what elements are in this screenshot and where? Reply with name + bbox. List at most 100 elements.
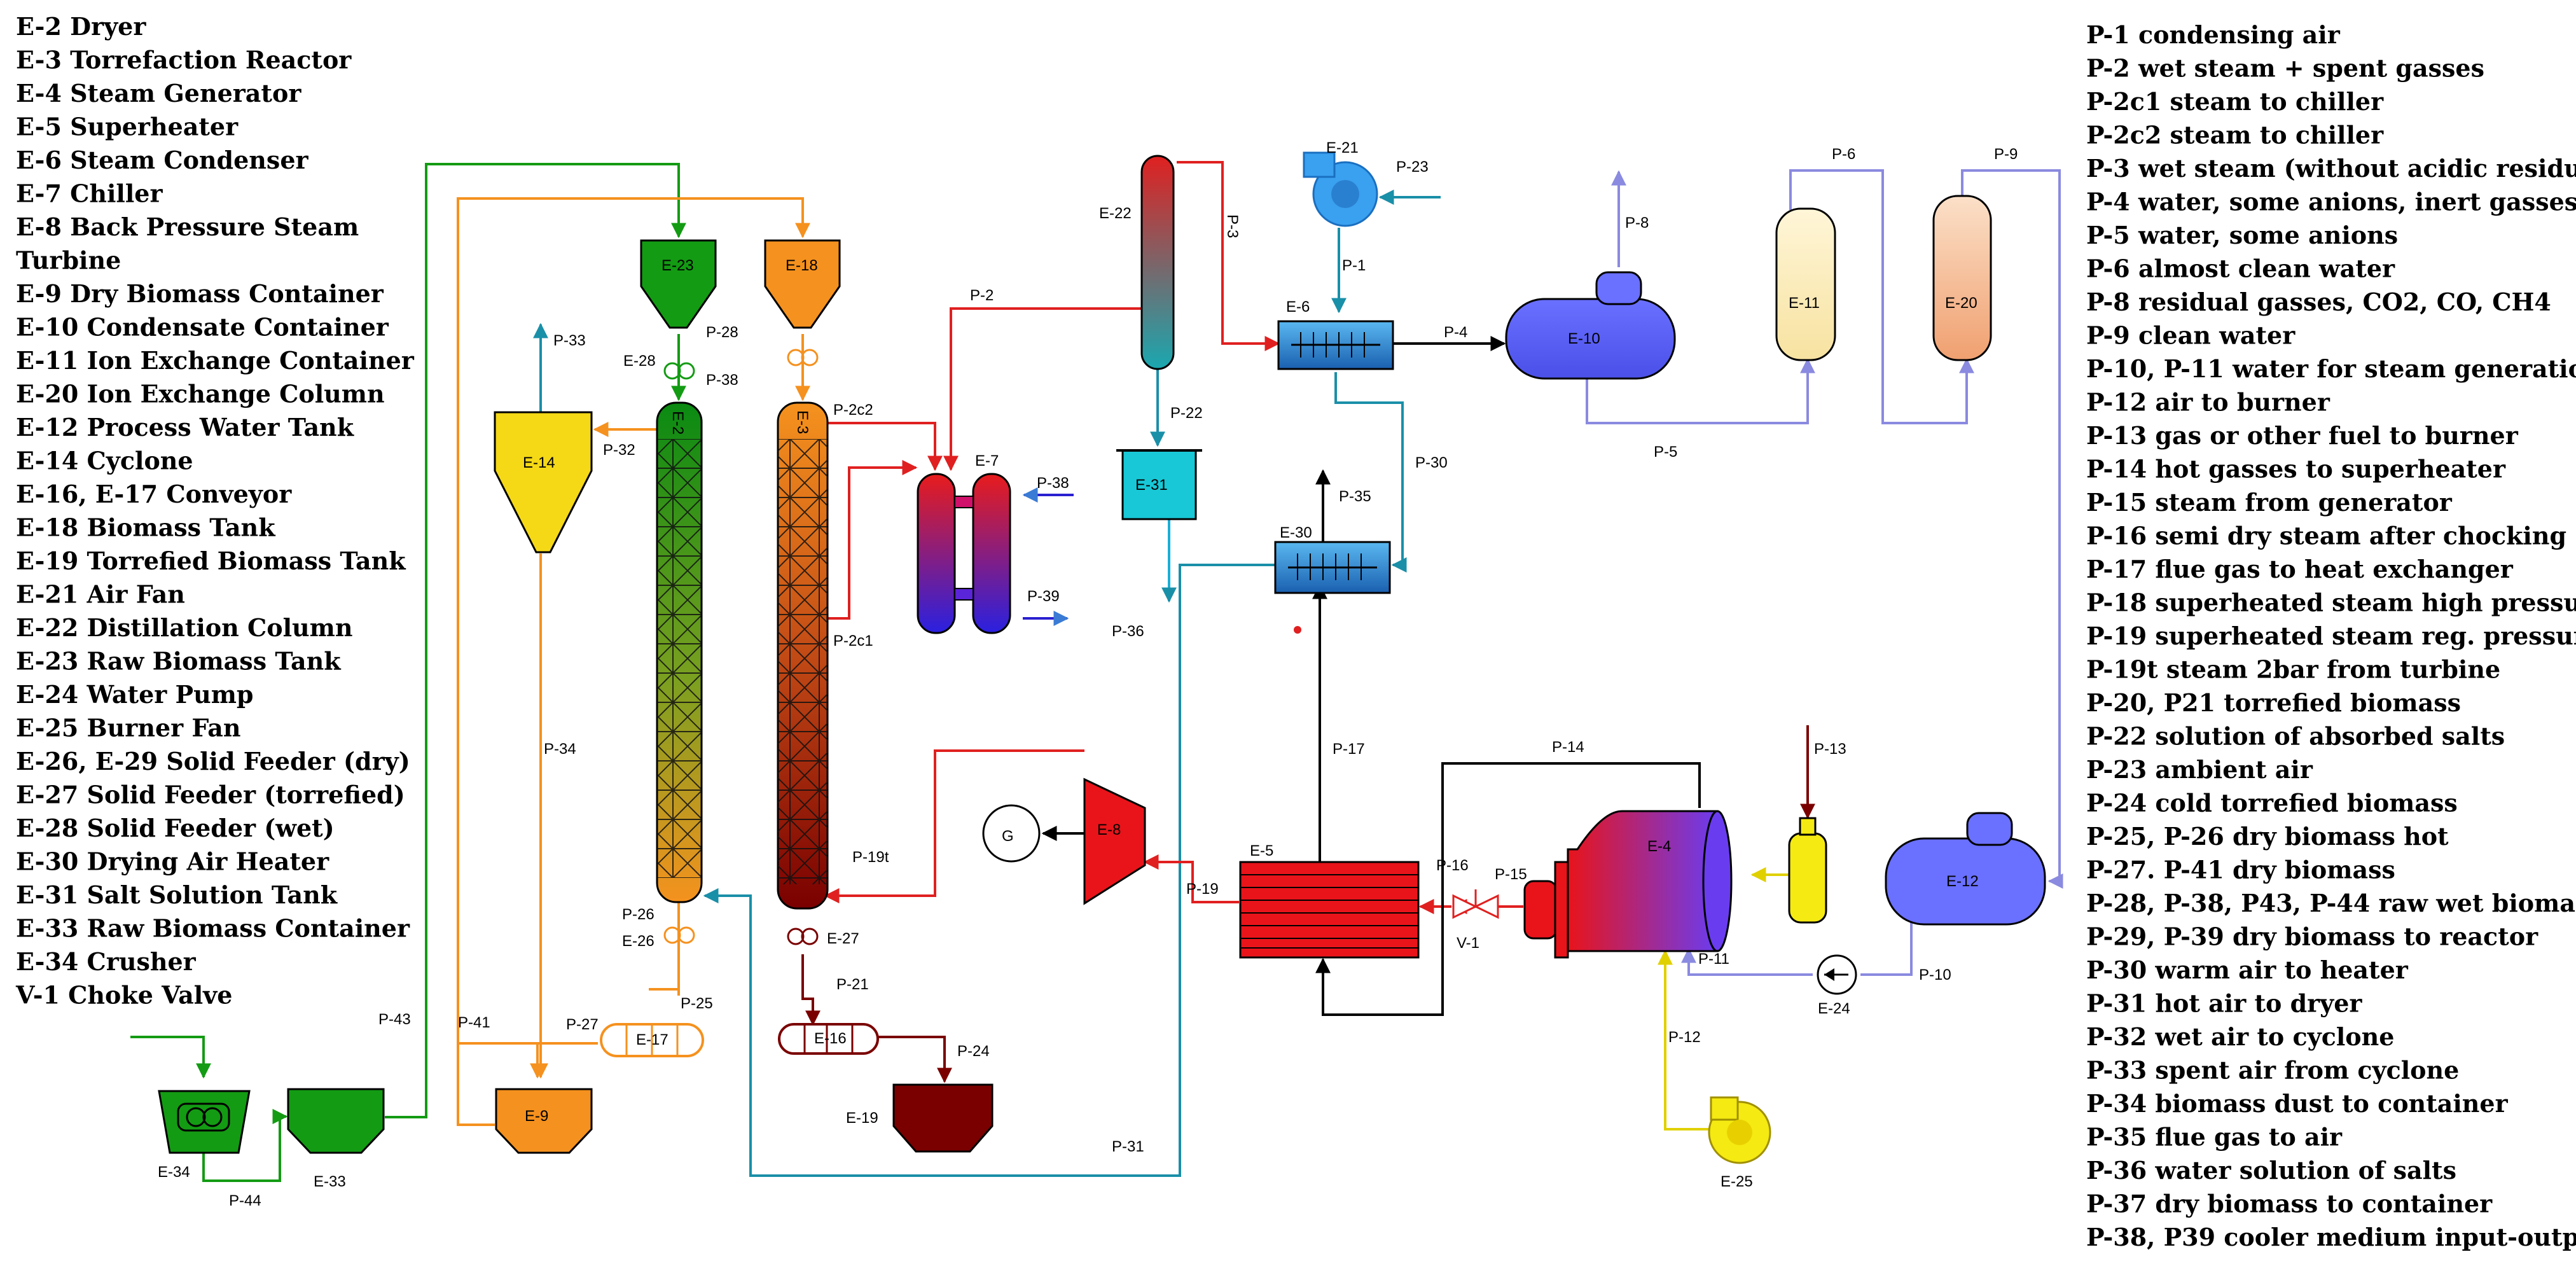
stream-legend-item: P-14 hot gasses to superheater [2086, 455, 2506, 483]
label-e3: E-3 [794, 410, 811, 434]
column-e22 [1140, 155, 1175, 370]
label-e4: E-4 [1647, 838, 1671, 855]
dryer-e2 [656, 401, 703, 903]
equipment-legend-item: E-9 Dry Biomass Container [16, 279, 384, 308]
stream-legend-item: P-36 water solution of salts [2086, 1156, 2456, 1185]
label-p21: P-21 [836, 976, 869, 993]
label-g: G [1002, 828, 1014, 845]
label-p38: P-38 [706, 372, 738, 389]
pipe-p11 [1681, 947, 1813, 976]
label-p26: P-26 [622, 906, 654, 923]
label-e10: E-10 [1568, 330, 1600, 347]
heater-e30 [1274, 541, 1391, 594]
label-e7: E-7 [975, 452, 999, 470]
stream-legend-item: P-2c1 steam to chiller [2086, 87, 2384, 116]
pipes [130, 161, 2063, 1182]
pipe-p14 [1315, 762, 1701, 1016]
stream-legend-item: P-23 ambient air [2086, 755, 2313, 784]
label-e19: E-19 [846, 1109, 878, 1127]
label-p31: P-31 [1112, 1138, 1144, 1155]
feeder-e29 [787, 349, 819, 366]
label-e27: E-27 [827, 930, 859, 947]
label-e26: E-26 [622, 933, 654, 950]
pipe-p25 [649, 942, 680, 991]
equipment-legend-item: E-7 Chiller [16, 179, 163, 208]
stream-legend-item: P-19 superheated steam reg. pressure [2086, 622, 2576, 650]
condenser-e6 [1277, 320, 1394, 370]
equipment-legend-item: E-8 Back Pressure Steam [16, 212, 359, 241]
hopper-e18 [764, 239, 841, 329]
pipe-p24 [875, 1036, 952, 1083]
stream-legend-item: P-15 steam from generator [2086, 488, 2453, 517]
container-e10 [1505, 271, 1676, 380]
label-p6: P-6 [1832, 146, 1855, 163]
conveyor-e17 [600, 1023, 704, 1057]
stream-legend-item: P-18 superheated steam high pressure [2086, 588, 2576, 617]
equipment-legend-item: V-1 Choke Valve [15, 981, 232, 1010]
stream-legend-item: P-19t steam 2bar from turbine [2086, 655, 2500, 684]
stream-legend-item: P-32 wet air to cyclone [2086, 1022, 2394, 1051]
equipment-legend-item: E-12 Process Water Tank [16, 413, 354, 442]
stream-legend-item: P-10, P-11 water for steam generation [2086, 354, 2576, 383]
label-p23: P-23 [1396, 158, 1429, 176]
pipe-p2c2 [827, 422, 943, 471]
stream-legend-item: P-6 almost clean water [2086, 254, 2395, 283]
label-p16: P-16 [1436, 857, 1469, 874]
label-v1: V-1 [1457, 935, 1479, 952]
stream-legend-item: P-35 flue gas to air [2086, 1123, 2343, 1151]
equipment-legend-item: E-22 Distillation Column [16, 613, 353, 642]
label-p1: P-1 [1342, 257, 1366, 274]
pipe-p3 [1177, 161, 1280, 351]
stream-legend-item: P-37 dry biomass to container [2086, 1190, 2493, 1218]
label-e24: E-24 [1818, 1000, 1850, 1017]
label-p34: P-34 [544, 741, 576, 758]
stream-legend-item: P-34 biomass dust to container [2086, 1089, 2509, 1118]
label-p2c2: P-2c2 [833, 401, 873, 419]
label-e28: E-28 [623, 352, 656, 370]
equipment-legend-item: E-6 Steam Condenser [16, 146, 309, 174]
label-e21: E-21 [1326, 139, 1359, 157]
conveyor-e16 [778, 1023, 879, 1055]
equipment-legend-item: E-21 Air Fan [16, 580, 185, 609]
stream-legend-item: P-29, P-39 dry biomass to reactor [2086, 922, 2538, 951]
equipment-legend-item: E-18 Biomass Tank [16, 513, 275, 542]
label-p43: P-43 [378, 1011, 411, 1028]
stream-legend-item: P-28, P-38, P43, P-44 raw wet biomass [2086, 889, 2576, 917]
cyclone-e14 [494, 411, 593, 553]
superheater-e5 [1239, 861, 1420, 959]
label-p19: P-19 [1186, 880, 1219, 898]
stream-legend-item: P-3 wet steam (without acidic residue) [2086, 154, 2576, 183]
label-e20: E-20 [1945, 295, 1977, 312]
fuel-bottle [1788, 817, 1827, 924]
pipe-p2c1 [827, 460, 918, 620]
label-p15: P-15 [1495, 866, 1527, 883]
feeder-e28 [663, 362, 695, 380]
label-e11: E-11 [1789, 295, 1820, 312]
label-p3: P-3 [1224, 214, 1241, 238]
marker-dot [1294, 626, 1301, 634]
label-p33: P-33 [553, 332, 586, 349]
pipe-p10 [1860, 922, 1913, 976]
label-e12: E-12 [1946, 873, 1979, 890]
equipment-legend-item: E-33 Raw Biomass Container [16, 914, 410, 943]
pipe-p21 [801, 954, 821, 1026]
equipment-labels: E-2 E-3 E-23 E-18 E-14 E-9 E-33 E-34 E-2… [158, 139, 1979, 1190]
label-e33: E-33 [314, 1173, 346, 1190]
equipment-legend-item: E-23 Raw Biomass Tank [16, 647, 341, 676]
tank-e19 [892, 1083, 994, 1153]
equipment-legend-item: E-3 Torrefaction Reactor [16, 46, 352, 74]
equipment-legend-item: E-2 Dryer [16, 12, 146, 41]
equipment-legend-item: E-31 Salt Solution Tank [16, 880, 338, 909]
label-e30: E-30 [1280, 524, 1312, 541]
reactor-e3 [777, 401, 829, 910]
equipment-legend-item: E-14 Cyclone [16, 447, 193, 475]
label-e34: E-34 [158, 1164, 190, 1181]
label-p5: P-5 [1654, 443, 1677, 461]
stream-legend-item: P-22 solution of absorbed salts [2086, 722, 2505, 751]
label-p32: P-32 [603, 442, 635, 459]
label-e6: E-6 [1286, 298, 1310, 316]
equipment-legend-item: E-20 Ion Exchange Column [16, 380, 385, 408]
stream-legend-item: P-4 water, some anions, inert gasses [2086, 188, 2576, 216]
pipe-p2 [943, 307, 1142, 471]
